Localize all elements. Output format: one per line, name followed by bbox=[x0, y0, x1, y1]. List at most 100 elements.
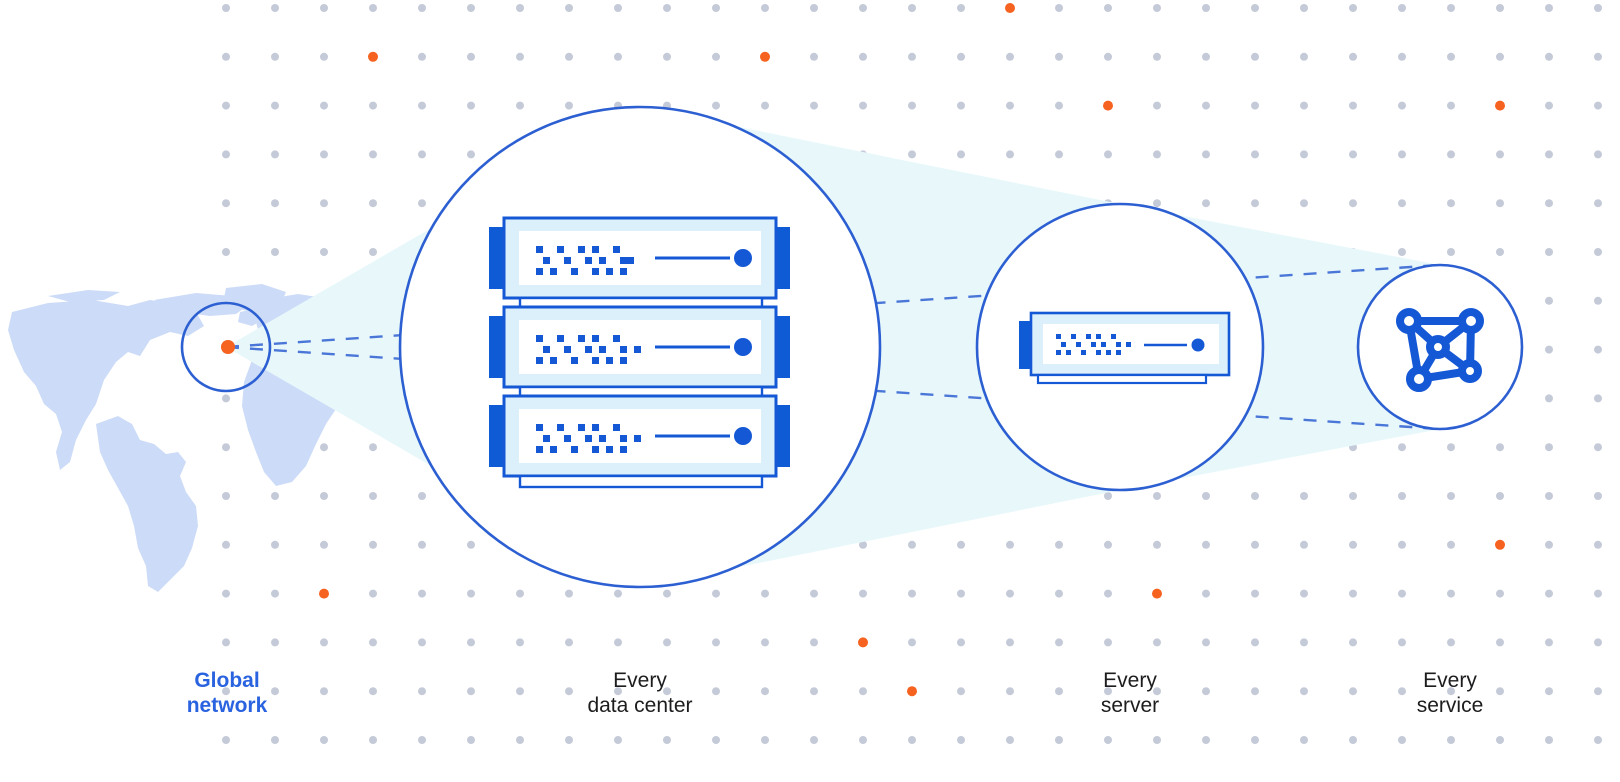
grid-dot-accent bbox=[1103, 100, 1113, 111]
rack-unit-3-led bbox=[734, 427, 752, 445]
grid-dot bbox=[516, 4, 524, 12]
grid-dot bbox=[1055, 101, 1063, 110]
grid-dot bbox=[565, 4, 573, 12]
network-nodes-icon bbox=[1396, 308, 1484, 392]
grid-dot bbox=[957, 638, 965, 647]
grid-dot bbox=[1202, 492, 1210, 500]
grid-dot bbox=[957, 736, 965, 744]
grid-dot bbox=[1006, 736, 1014, 744]
grid-dot bbox=[320, 150, 328, 159]
grid-dot bbox=[859, 736, 867, 744]
grid-dot bbox=[1545, 150, 1553, 159]
grid-dot bbox=[1447, 101, 1455, 110]
grid-dot bbox=[1251, 687, 1259, 696]
grid-dot bbox=[957, 101, 965, 110]
grid-dot bbox=[418, 199, 426, 208]
grid-dot bbox=[418, 52, 426, 61]
grid-dot bbox=[1104, 4, 1112, 12]
grid-dot bbox=[1300, 540, 1308, 549]
grid-dot bbox=[418, 589, 426, 598]
grid-dot bbox=[271, 52, 279, 61]
grid-dot bbox=[1349, 492, 1357, 500]
rack-unit-1 bbox=[489, 216, 790, 300]
grid-dot-accent bbox=[858, 637, 868, 648]
grid-dot bbox=[614, 687, 622, 696]
grid-dot bbox=[1055, 52, 1063, 61]
grid-dot bbox=[1055, 687, 1063, 696]
grid-dot bbox=[418, 540, 426, 549]
grid-dot bbox=[222, 540, 230, 549]
grid-dot bbox=[565, 736, 573, 744]
grid-dot bbox=[516, 638, 524, 647]
grid-dot-accent bbox=[760, 51, 770, 62]
grid-dot bbox=[1251, 638, 1259, 647]
grid-dot bbox=[565, 589, 573, 598]
grid-dot bbox=[1398, 736, 1406, 744]
grid-dot bbox=[1006, 540, 1014, 549]
grid-dot bbox=[271, 736, 279, 744]
grid-dot bbox=[1202, 150, 1210, 159]
grid-dot bbox=[908, 736, 916, 744]
grid-dot bbox=[1398, 101, 1406, 110]
grid-dot bbox=[271, 199, 279, 208]
grid-dot bbox=[1545, 443, 1553, 452]
grid-dot bbox=[614, 736, 622, 744]
grid-dot bbox=[1398, 52, 1406, 61]
grid-dot bbox=[614, 4, 622, 12]
grid-dot bbox=[859, 52, 867, 61]
grid-dot-accent bbox=[1005, 3, 1015, 13]
grid-dot bbox=[1300, 687, 1308, 696]
rack-unit-2-dot-matrix bbox=[536, 335, 641, 364]
grid-dot bbox=[1496, 687, 1504, 696]
grid-dot bbox=[957, 150, 965, 159]
grid-dot bbox=[1202, 638, 1210, 647]
grid-dot bbox=[1104, 736, 1112, 744]
grid-dot bbox=[418, 687, 426, 696]
grid-dot bbox=[1055, 540, 1063, 549]
grid-dot bbox=[222, 4, 230, 12]
grid-dot bbox=[320, 101, 328, 110]
rack-unit-3-dot-matrix bbox=[536, 424, 641, 453]
grid-dot bbox=[271, 540, 279, 549]
grid-dot bbox=[761, 4, 769, 12]
grid-dot bbox=[369, 589, 377, 598]
grid-dot bbox=[1545, 248, 1553, 256]
grid-dot bbox=[810, 589, 818, 598]
grid-dot bbox=[320, 4, 328, 12]
grid-dot bbox=[369, 492, 377, 500]
grid-dot bbox=[1104, 150, 1112, 159]
grid-dot bbox=[1496, 199, 1504, 208]
grid-dot bbox=[712, 52, 720, 61]
server-unit-base bbox=[1036, 373, 1208, 385]
grid-dot bbox=[222, 150, 230, 159]
grid-dot-accent bbox=[1495, 539, 1505, 550]
grid-dot bbox=[614, 589, 622, 598]
grid-dot bbox=[418, 4, 426, 12]
grid-dot-accent bbox=[319, 588, 329, 599]
grid-dot bbox=[222, 52, 230, 61]
network-node-top-left bbox=[1396, 308, 1422, 334]
grid-dot bbox=[1398, 443, 1406, 452]
grid-dot bbox=[1545, 540, 1553, 549]
grid-dot bbox=[1398, 492, 1406, 500]
grid-dot bbox=[1104, 589, 1112, 598]
grid-dot bbox=[1153, 52, 1161, 61]
grid-dot bbox=[810, 687, 818, 696]
grid-dot bbox=[908, 101, 916, 110]
grid-dot bbox=[1447, 540, 1455, 549]
grid-dot bbox=[418, 101, 426, 110]
grid-dot bbox=[1153, 101, 1161, 110]
grid-dot bbox=[271, 248, 279, 256]
grid-dot bbox=[369, 150, 377, 159]
grid-dot bbox=[1447, 736, 1455, 744]
grid-dot bbox=[957, 687, 965, 696]
grid-dot bbox=[1300, 150, 1308, 159]
grid-dot bbox=[1545, 394, 1553, 403]
grid-dot bbox=[957, 589, 965, 598]
grid-dot bbox=[320, 638, 328, 647]
grid-dot bbox=[467, 101, 475, 110]
circle-global-network bbox=[180, 301, 272, 393]
grid-dot bbox=[1398, 4, 1406, 12]
grid-dot bbox=[761, 589, 769, 598]
grid-dot bbox=[222, 687, 230, 696]
